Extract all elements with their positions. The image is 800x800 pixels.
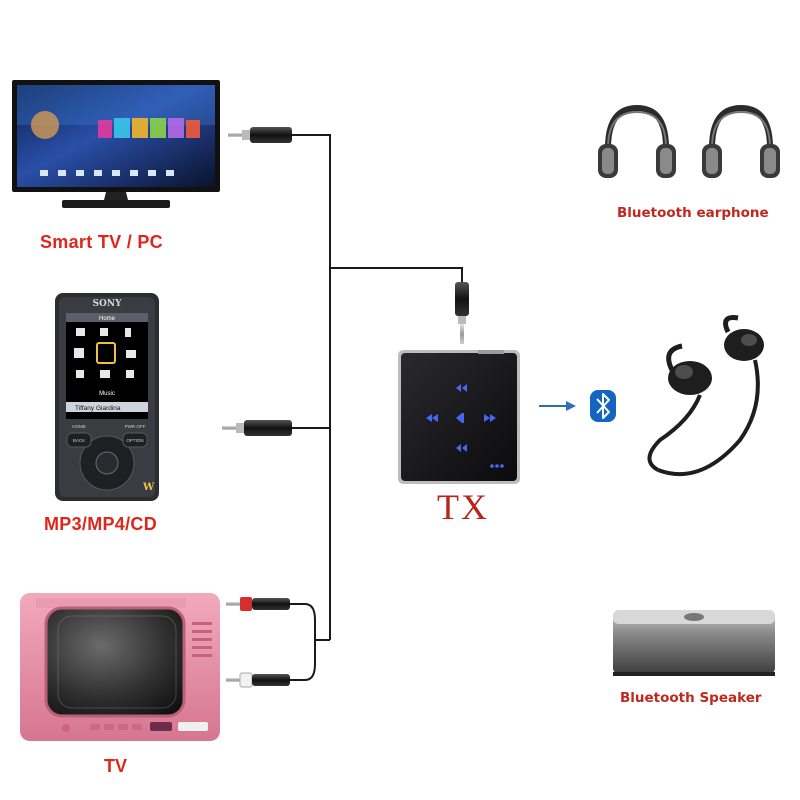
player-menu-label: Music [99,391,115,397]
player-option-label: OPTION [126,438,143,443]
player-back-label: BACK [73,438,85,443]
earphone-caption: Bluetooth earphone [617,205,769,221]
crt-tv-image [20,593,220,741]
player-screen-title: Home [99,316,116,322]
smart-tv-caption: Smart TV / PC [40,232,163,252]
transmitter-label: TX [437,487,489,527]
speaker-caption: Bluetooth Speaker [620,690,762,706]
sport-earphone-image [647,315,764,477]
player-brand: SONY [93,299,123,309]
signal-arrow [539,401,576,411]
headphone-icon [598,104,676,178]
bluetooth-icon [590,390,616,422]
svg-text:W: W [142,482,155,493]
audio-jack-plug-tv [228,127,292,143]
player-home-label: HOME [72,424,86,429]
cable-network [290,134,463,681]
headphone-icon [702,104,780,178]
player-now-playing: Tiffany Giardina [75,405,121,412]
bluetooth-transmitter-image [398,350,520,484]
speaker-image [613,610,775,676]
mp3-player-image: W [55,293,159,501]
player-pwr-label: PWR OFF [125,424,146,429]
audio-jack-plug-mp3 [222,420,292,436]
audio-jack-plug-tx [455,282,469,344]
tv-caption: TV [104,756,128,776]
mp3-caption: MP3/MP4/CD [44,514,158,534]
rca-plug-white [226,672,290,688]
smart-tv-image [12,80,220,208]
rca-plug-red [226,597,290,611]
